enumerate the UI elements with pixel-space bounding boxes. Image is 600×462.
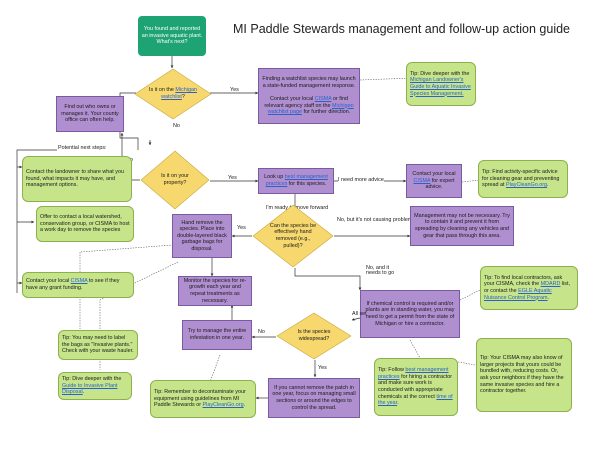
hand-remove-text: Hand remove the species. Place into doub… xyxy=(177,219,227,252)
try-manage-text: Try to manage the entire infestation in … xyxy=(187,328,247,341)
step-contact-cisma-post-text: to see if they have any grant funding. xyxy=(26,278,120,291)
contact-cisma-box: Contact your local CISMA for expert advi… xyxy=(406,164,462,198)
management-not-necessary-text: Management may not be necessary. Try to … xyxy=(414,212,510,239)
tip-cleaning-text: Tip: Find activity-specific advice for c… xyxy=(482,169,560,189)
watchlist-direction-text: for further direction. xyxy=(301,109,351,116)
no-needs-label: No, and it needs to go xyxy=(366,265,395,277)
watchlist-response-box: Finding a watchlist species may launch a… xyxy=(258,68,360,124)
all-set-label: All set xyxy=(352,311,367,317)
diamond-shape xyxy=(252,204,334,268)
look-up-text: Look up xyxy=(264,174,285,181)
widespread-question-text: Is the species widespread? xyxy=(297,329,331,342)
property-question: Is it on your property? xyxy=(140,150,210,210)
chemical-control-box: If chemical control is required and/or p… xyxy=(360,290,460,338)
widespread-no-label: No xyxy=(258,329,265,335)
cannot-remove-text: If you cannot remove the patch in one ye… xyxy=(272,384,356,411)
page-title: MI Paddle Stewards management and follow… xyxy=(233,22,571,36)
step-contact-cisma: Contact your local CISMA to see if they … xyxy=(22,272,134,298)
monitor-box: Monitor the species for re-growth each y… xyxy=(178,276,252,306)
tip-find-contractors: Tip: To find local contractors, ask your… xyxy=(480,266,578,310)
need-more-advice-label: I need more advice xyxy=(338,177,384,184)
look-up-bmp-box: Look up best management practices for th… xyxy=(258,168,334,194)
follow-bmp-link[interactable]: best management practices xyxy=(378,367,449,380)
playcleango-link[interactable]: PlayCleanGo.org xyxy=(505,182,548,189)
management-not-necessary-box: Management may not be necessary. Try to … xyxy=(410,206,514,246)
diamond-shape xyxy=(276,312,352,360)
step-offer-work-day-text: Offer to contact a local watershed, cons… xyxy=(40,214,130,234)
watchlist-agency-text: or find relevant agency staff on the xyxy=(264,96,348,109)
hand-remove-box: Hand remove the species. Place into doub… xyxy=(172,214,232,258)
contact-cisma-link[interactable]: CISMA xyxy=(413,177,431,184)
watchlist-contact-text: Contact your local xyxy=(270,96,315,102)
step-contact-landowner: Contact the landowner to share what you … xyxy=(22,156,132,202)
tip-decontaminate: Tip: Remember to decontaminate your equi… xyxy=(150,380,256,418)
michigan-watchlist-link[interactable]: Michigan watchlist xyxy=(161,87,197,100)
time-of-year-link[interactable]: time of the year xyxy=(378,393,453,407)
widespread-yes-label: Yes xyxy=(318,365,327,371)
watchlist-question: Is it on the Michigan watchlist? xyxy=(134,68,212,120)
contact-cisma-text: Contact your local xyxy=(412,171,456,178)
tip-disposal-post-text: . xyxy=(82,389,85,396)
watchlist-question-mark: ? xyxy=(181,94,185,100)
disposal-guide-link[interactable]: Guide to Invasive Plant Disposal xyxy=(62,382,118,396)
tip-label-bags-text: Tip: You may need to label the bags as "… xyxy=(62,335,134,355)
egle-program-link[interactable]: EGLE Aquatic Nuisance Control Program xyxy=(484,288,552,301)
chemical-control-text: If chemical control is required and/or p… xyxy=(365,300,455,327)
contact-cisma-post-text: for expert advice. xyxy=(425,177,455,191)
tip-decontaminate-text: Tip: Remember to decontaminate your equi… xyxy=(154,389,246,409)
tip-label-bags: Tip: You may need to label the bags as "… xyxy=(58,330,138,360)
cisma-link[interactable]: CISMA xyxy=(314,96,332,102)
diamond-shape xyxy=(134,68,212,120)
tip-larger-projects: Tip: Your CISMA may also know of larger … xyxy=(476,338,572,412)
start-box: You found and reported an invasive aquat… xyxy=(138,16,206,56)
tip-landowner-guide: Tip: Dive deeper with the Michigan Lando… xyxy=(406,62,476,106)
tip-cleaning-post-text: . xyxy=(547,182,549,189)
tip-follow-mid-text: for hiring a contractor and make sure wo… xyxy=(378,373,453,400)
step-cisma-link[interactable]: CISMA xyxy=(70,278,88,285)
tip-follow-bmp: Tip: Follow best management practices fo… xyxy=(374,358,458,416)
tip-disposal-text: Tip: Dive deeper with the xyxy=(62,376,122,383)
hand-removal-question-text: Can the species be effectively hand remo… xyxy=(269,222,317,249)
tip-contractors-post-text: . xyxy=(547,294,550,301)
step-contact-cisma-text: Contact your local xyxy=(26,278,71,285)
tip-follow-post-text: . xyxy=(397,400,399,407)
decon-playcleango-link[interactable]: PlayCleanGo.org xyxy=(202,402,244,409)
tip-follow-text: Tip: Follow xyxy=(378,367,406,374)
monitor-text: Monitor the species for re-growth each y… xyxy=(183,277,247,304)
watchlist-yes-label: Yes xyxy=(230,87,239,93)
start-text: You found and reported an invasive aquat… xyxy=(141,26,203,46)
widespread-question: Is the species widespread? xyxy=(276,312,352,360)
watchlist-page-link[interactable]: Michigan watchlist page xyxy=(267,102,354,116)
property-yes-label: Yes xyxy=(228,175,237,181)
tip-contractors-text: Tip: To find local contractors, ask your… xyxy=(484,274,563,288)
tip-decontaminate-post-text: . xyxy=(243,402,246,409)
landowner-guide-link[interactable]: Michigan Landowner's Guide to Aquatic In… xyxy=(410,77,471,97)
step-contact-landowner-text: Contact the landowner to share what you … xyxy=(26,169,124,189)
diamond-shape xyxy=(140,150,210,210)
watchlist-question-text: Is it on the xyxy=(149,87,176,94)
no-but-label: No, but it's not causing problems xyxy=(337,217,416,223)
tip-cleaning-gear: Tip: Find activity-specific advice for c… xyxy=(478,160,568,198)
hand-yes-label: Yes xyxy=(237,225,246,231)
watchlist-response-text: Finding a watchlist species may launch a… xyxy=(262,76,356,89)
hand-removal-question: Can the species be effectively hand remo… xyxy=(252,204,334,268)
watchlist-no-label: No xyxy=(173,123,180,129)
property-question-text: Is it on your property? xyxy=(161,173,189,186)
best-management-practices-link[interactable]: best management practices xyxy=(265,174,328,187)
cannot-remove-box: If you cannot remove the patch in one ye… xyxy=(268,378,360,418)
tip-landowner-text: Tip: Dive deeper with the xyxy=(410,70,470,77)
step-offer-work-day: Offer to contact a local watershed, cons… xyxy=(36,206,134,242)
tip-contractors-mid-text: list, or contact the xyxy=(484,281,570,294)
mdard-link[interactable]: MDARD xyxy=(540,281,561,288)
look-up-post-text: for this species. xyxy=(287,181,327,187)
tip-larger-projects-text: Tip: Your CISMA may also know of larger … xyxy=(480,355,564,395)
find-owner-box: Find out who owns or manages it. Your co… xyxy=(56,96,124,132)
tip-disposal-guide: Tip: Dive deeper with the Guide to Invas… xyxy=(58,372,132,400)
try-manage-box: Try to manage the entire infestation in … xyxy=(182,320,252,350)
find-owner-text: Find out who owns or manages it. Your co… xyxy=(61,104,119,124)
potential-next-steps-label: Potential next steps: xyxy=(58,145,107,151)
